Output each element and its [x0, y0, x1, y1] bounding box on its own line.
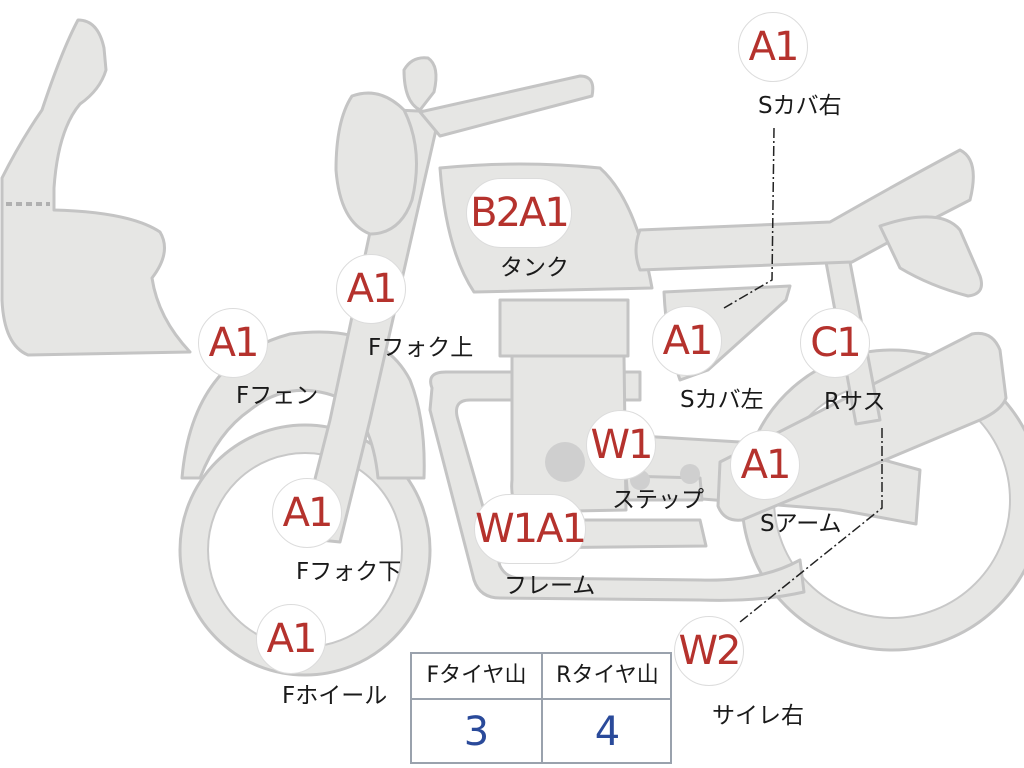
- rear-tire-value: 4: [594, 709, 621, 755]
- rear-tire-column: Rタイヤ山 4: [543, 654, 672, 762]
- badge-step: W1: [586, 410, 656, 480]
- tire-tread-table: Fタイヤ山 3 Rタイヤ山 4: [410, 652, 672, 764]
- rear-tire-header: Rタイヤ山: [543, 654, 672, 700]
- label-sarm: Sアーム: [760, 511, 842, 537]
- badge-frame: W1A1: [474, 494, 587, 564]
- front-tire-header: Fタイヤ山: [412, 654, 541, 700]
- badge-fwheel: A1: [256, 604, 326, 674]
- label-ffork-upper: Fフォク上: [368, 335, 474, 361]
- badge-ffender: A1: [198, 308, 268, 378]
- leader-line-silencer-right: [739, 428, 883, 623]
- badge-scover-left: A1: [652, 306, 722, 376]
- badge-silencer-right: W2: [674, 616, 744, 686]
- front-tire-value: 3: [463, 709, 490, 755]
- label-rsus: Rサス: [824, 389, 886, 415]
- label-scover-left: Sカバ左: [680, 387, 764, 413]
- tail-cowl-shape: [878, 215, 983, 298]
- label-fwheel: Fホイール: [282, 683, 388, 709]
- badge-ffork-lower: A1: [272, 478, 342, 548]
- label-ffender: Fフェン: [236, 383, 319, 409]
- handlebar-shape: [418, 74, 595, 138]
- label-tank: タンク: [500, 255, 569, 281]
- engine-upper-shape: [498, 298, 630, 358]
- badge-scover-right: A1: [738, 12, 808, 82]
- badge-rsus: C1: [800, 308, 870, 378]
- label-step: ステップ: [612, 487, 704, 513]
- headlight-shape: [334, 91, 418, 236]
- mirror-shape: [402, 56, 438, 112]
- label-scover-right: Sカバ右: [758, 93, 842, 119]
- leader-line-scover-right: [723, 127, 775, 309]
- label-frame: フレーム: [504, 573, 596, 599]
- front-tire-column: Fタイヤ山 3: [412, 654, 543, 762]
- label-silencer-right: サイレ右: [712, 703, 804, 729]
- label-ffork-lower: Fフォク下: [296, 559, 402, 585]
- front-fairing-shape: [0, 18, 192, 357]
- badge-ffork-upper: A1: [336, 254, 406, 324]
- badge-tank: B2A1: [466, 178, 572, 248]
- badge-sarm: A1: [730, 430, 800, 500]
